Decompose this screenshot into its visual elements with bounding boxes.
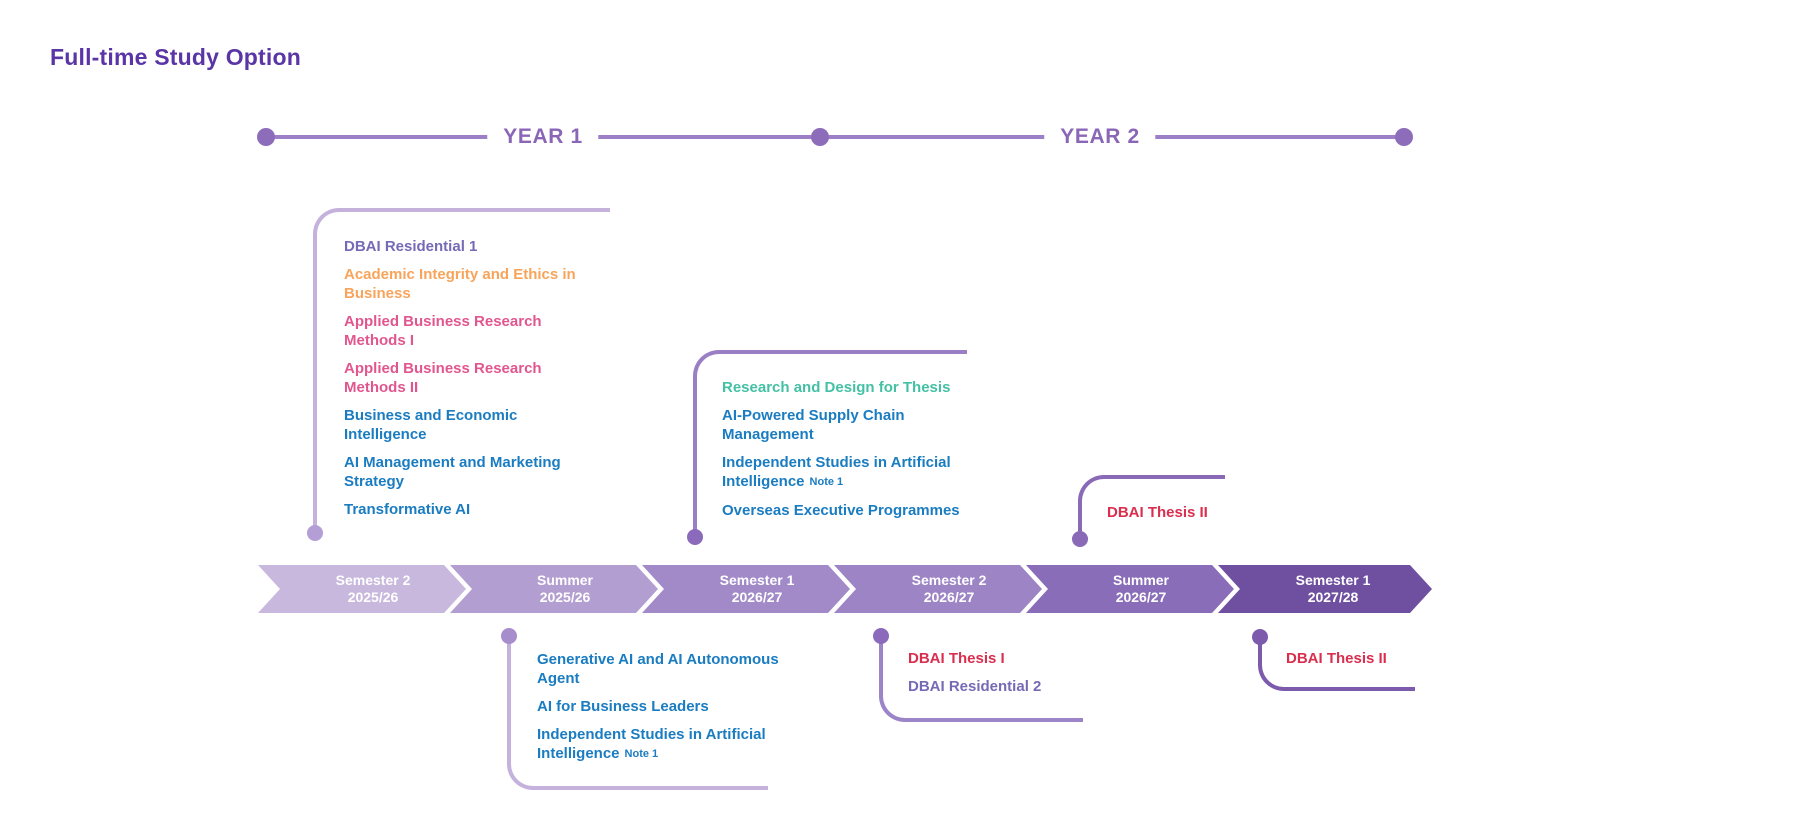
course-item: Research and Design for Thesis [722, 379, 951, 396]
course-list-sem1-2026-27: Research and Design for Thesis AI-Powere… [722, 378, 1022, 529]
bracket-sem1-2027-28 [1258, 637, 1415, 691]
course-item: DBAI Residential 1 [344, 238, 478, 255]
chevron-label-line2: 2027/28 [1307, 589, 1359, 605]
course-item: Transformative AI [344, 501, 471, 518]
bracket-sem1-2026-27 [693, 350, 967, 537]
course-list-sem2-2025-26: DBAI Residential 1 Academic Integrity an… [344, 237, 644, 528]
year-axis-start-dot [257, 128, 275, 146]
course-item: AI Management and Marketing Strategy [344, 454, 561, 490]
bracket-summer-2026-27 [1078, 475, 1225, 539]
course-list-sem2-2026-27: DBAI Thesis I DBAI Residential 2 [908, 649, 1208, 705]
chevron-label-line1: Semester 1 [719, 572, 795, 588]
course-item: DBAI Thesis II [1107, 504, 1208, 521]
bracket-dot-sem2-2025-26 [307, 525, 323, 541]
bracket-dot-sem2-2026-27 [873, 628, 889, 644]
bracket-sem2-2025-26 [313, 208, 610, 533]
chevron-label-line1: Summer [536, 572, 594, 588]
chevron-label-line2: 2025/26 [539, 589, 591, 605]
course-item-note: Note 1 [624, 748, 659, 760]
course-item: DBAI Residential 2 [908, 678, 1042, 695]
course-item: Academic Integrity and Ethics in Busines… [344, 266, 576, 302]
course-item: AI for Business Leaders [537, 698, 709, 715]
chevron-semester1-2026-27: Semester 1 2026/27 [642, 565, 850, 613]
course-item: Generative AI and AI Autonomous Agent [537, 651, 779, 687]
course-item-text: Independent Studies in Artificial Intell… [722, 454, 951, 490]
bracket-sem2-2026-27 [879, 636, 1083, 722]
chevron-semester1-2027-28: Semester 1 2027/28 [1218, 565, 1432, 613]
year2-label: YEAR 2 [1044, 124, 1156, 150]
chevron-label-line2: 2025/26 [347, 589, 399, 605]
chevron-label-line1: Semester 2 [335, 572, 411, 588]
course-item: Applied Business Research Methods II [344, 360, 542, 396]
course-list-summer-2025-26: Generative AI and AI Autonomous Agent AI… [537, 650, 837, 773]
year-axis-middle-dot [811, 128, 829, 146]
year-axis-line [266, 135, 1404, 139]
course-item-note: Note 1 [809, 476, 844, 488]
chevron-label-line2: 2026/27 [923, 589, 975, 605]
bracket-dot-summer-2025-26 [501, 628, 517, 644]
course-item: Independent Studies in Artificial Intell… [722, 453, 1022, 492]
chevron-summer-2025-26: Summer 2025/26 [450, 565, 658, 613]
course-item: DBAI Thesis II [1286, 650, 1387, 667]
chevron-label-line2: 2026/27 [1115, 589, 1167, 605]
chevron-semester2-2026-27: Semester 2 2026/27 [834, 565, 1042, 613]
course-item: DBAI Thesis I [908, 650, 1005, 667]
page-title: Full-time Study Option [50, 44, 301, 70]
course-item: Applied Business Research Methods I [344, 313, 542, 349]
bracket-dot-sem1-2027-28 [1252, 629, 1268, 645]
course-item: Independent Studies in Artificial Intell… [537, 725, 837, 764]
bracket-dot-summer-2026-27 [1072, 531, 1088, 547]
bracket-summer-2025-26 [507, 636, 768, 790]
chevron-label-line1: Semester 1 [1295, 572, 1371, 588]
chevron-label-line2: 2026/27 [731, 589, 783, 605]
course-list-sem1-2027-28: DBAI Thesis II [1286, 649, 1586, 677]
year1-label: YEAR 1 [487, 124, 599, 150]
course-item: AI-Powered Supply Chain Management [722, 407, 905, 443]
chevron-summer-2026-27: Summer 2026/27 [1026, 565, 1234, 613]
chevron-label-line1: Semester 2 [911, 572, 987, 588]
course-list-summer-2026-27: DBAI Thesis II [1107, 503, 1407, 531]
course-item-text: Independent Studies in Artificial Intell… [537, 726, 766, 762]
bracket-dot-sem1-2026-27 [687, 529, 703, 545]
year-axis-end-dot [1395, 128, 1413, 146]
chevron-semester2-2025-26: Semester 2 2025/26 [258, 565, 466, 613]
course-item: Business and Economic Intelligence [344, 407, 518, 443]
chevron-label-line1: Summer [1112, 572, 1170, 588]
course-item: Overseas Executive Programmes [722, 502, 960, 519]
